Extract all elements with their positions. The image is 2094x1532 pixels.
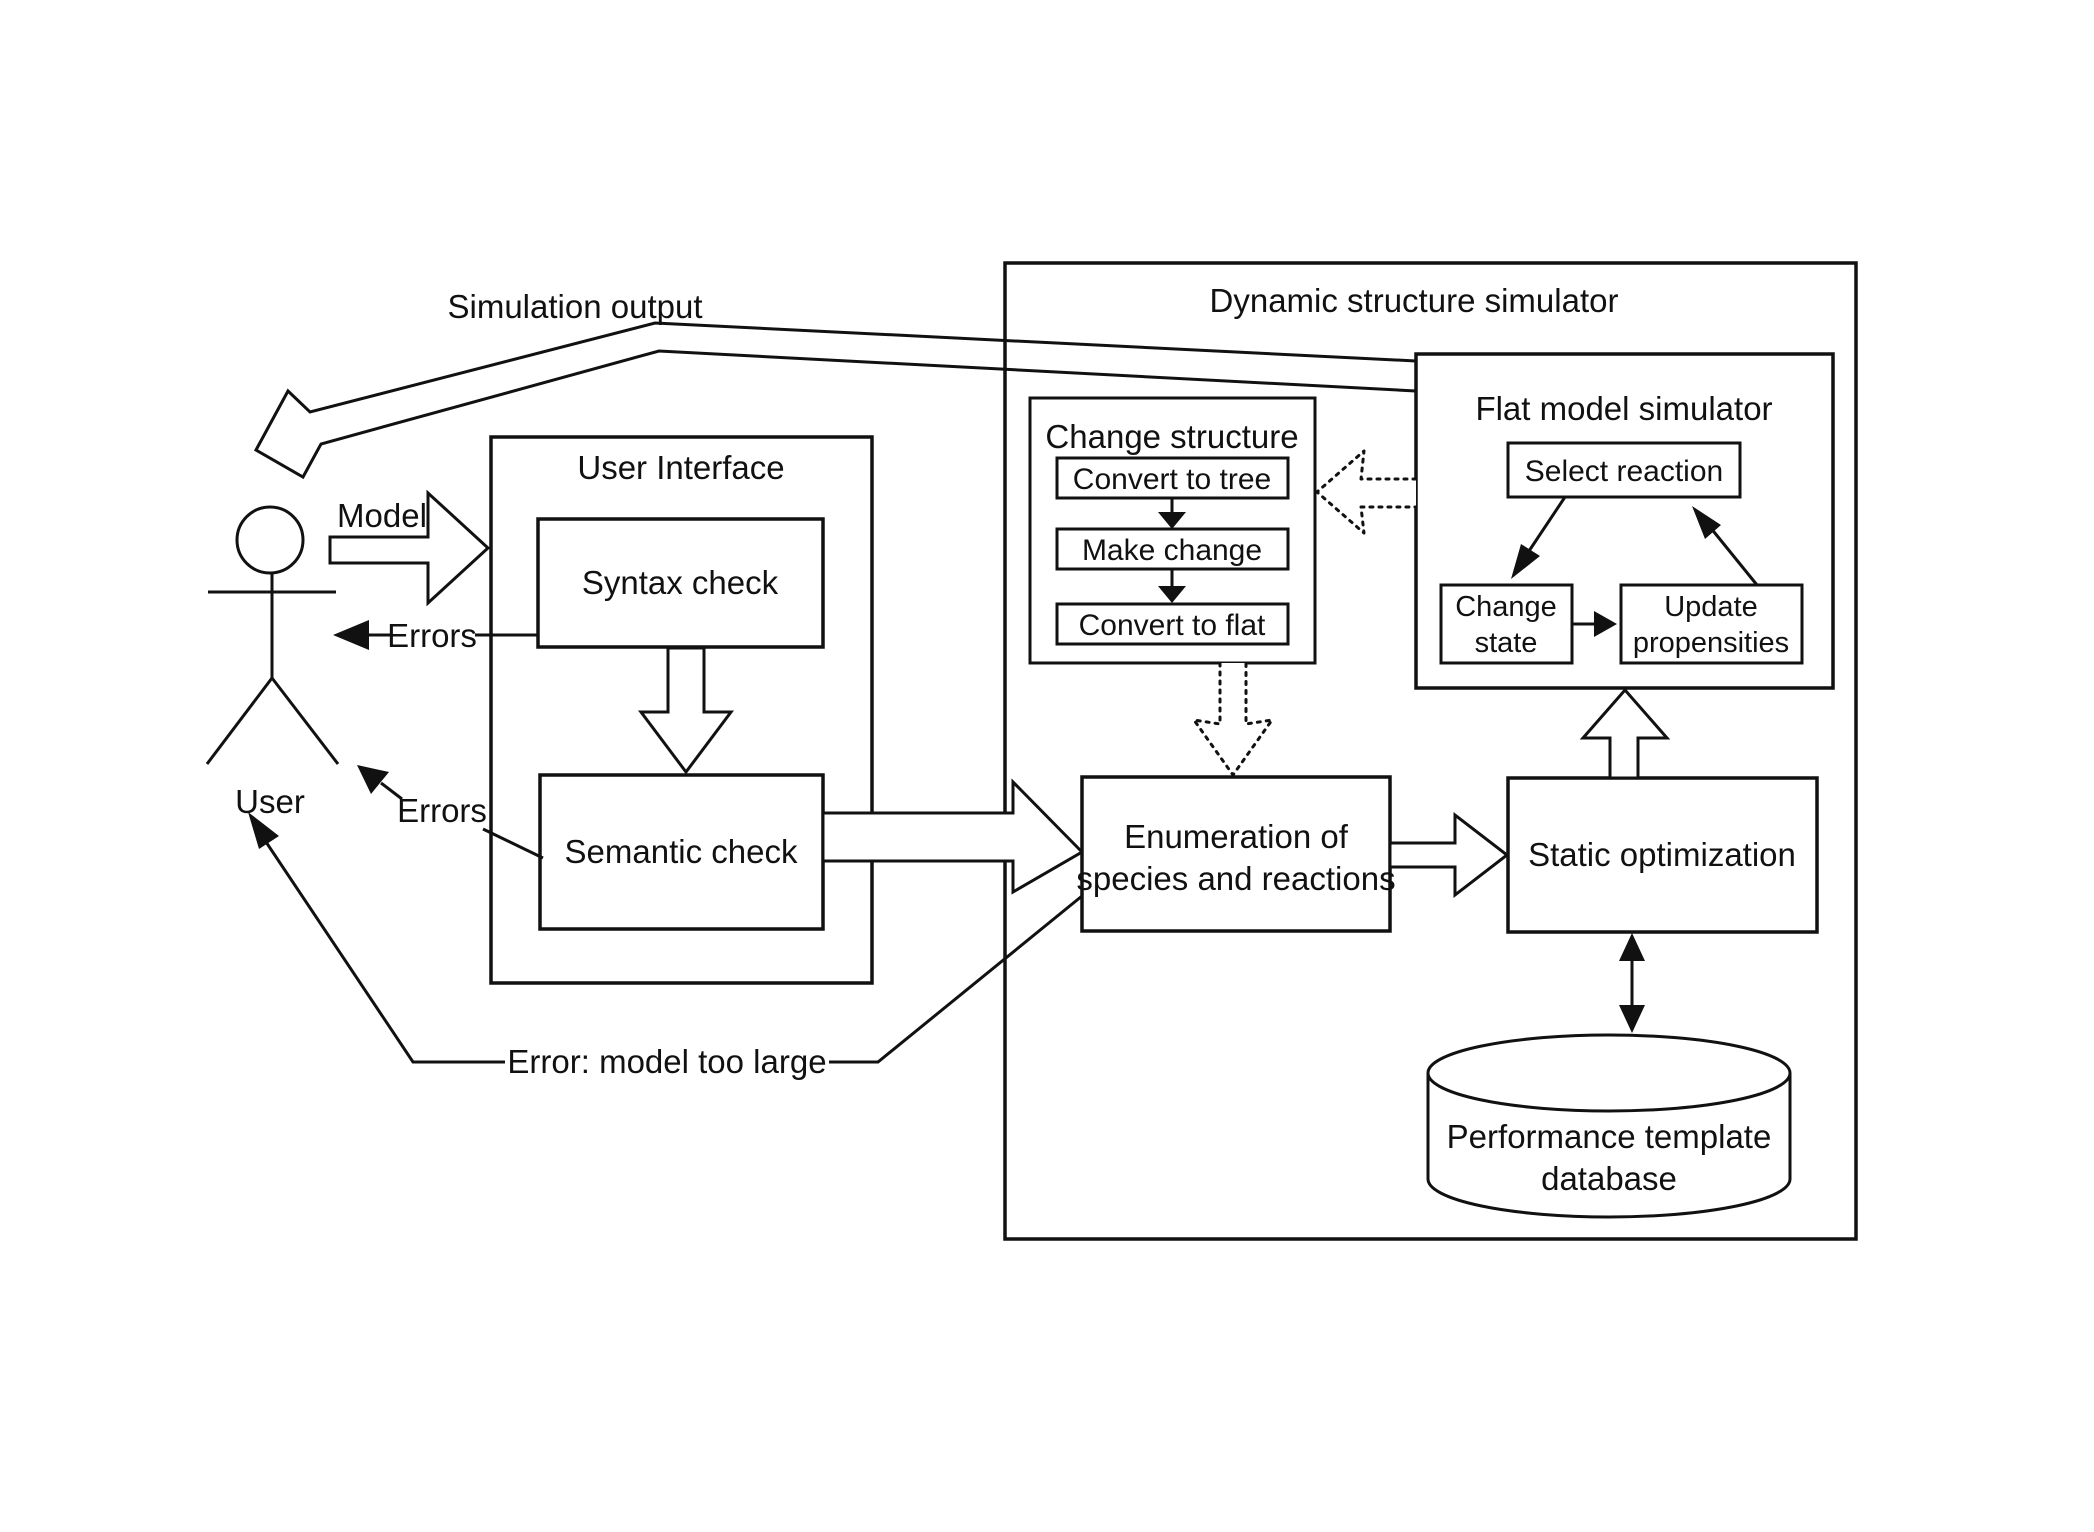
convert-to-tree-label: Convert to tree	[1073, 463, 1271, 496]
model-arrow	[328, 489, 491, 607]
errors-semantic-label: Errors	[397, 792, 487, 829]
flat-model-simulator-box: Flat model simulator Select reaction Cha…	[1414, 352, 1835, 690]
database-label-line2: database	[1541, 1160, 1677, 1197]
user-figure	[205, 505, 340, 765]
model-label: Model	[337, 497, 427, 534]
flat-model-title: Flat model simulator	[1475, 390, 1772, 427]
user-label: User	[235, 783, 305, 820]
error-too-large-label: Error: model too large	[507, 1043, 826, 1080]
change-structure-box: Change structure Convert to tree Make ch…	[1028, 396, 1317, 665]
enumeration-label-line1: Enumeration of	[1124, 818, 1349, 855]
change-state-box	[1439, 583, 1574, 665]
step-arrow-1-head	[1158, 512, 1186, 529]
update-to-select-head	[1692, 506, 1721, 539]
error-too-large-line-right	[829, 894, 1083, 1064]
static-db-head-down	[1619, 1005, 1645, 1033]
change-structure-title: Change structure	[1045, 418, 1298, 455]
syntax-check-label: Syntax check	[582, 564, 779, 601]
errors-syntax-connector: Errors	[333, 617, 538, 654]
semantic-check-box	[538, 773, 825, 931]
user-leg-left	[205, 677, 274, 765]
changestructure-to-enumeration-dotted-arrow	[1192, 661, 1274, 777]
error-too-large-connector: Error: model too large	[248, 812, 1083, 1080]
errors-semantic-line-right	[482, 827, 544, 860]
static-to-flat-arrow	[1579, 687, 1671, 780]
semantic-to-enumeration-arrow	[821, 778, 1085, 895]
dynamic-simulator-title: Dynamic structure simulator	[1210, 282, 1619, 319]
simulation-output-arrow	[253, 321, 1418, 480]
enumeration-label-line2: species and reactions	[1076, 860, 1395, 897]
update-propensities-label-line2: propensities	[1633, 627, 1789, 659]
static-optimization-border	[1506, 776, 1819, 934]
static-optimization-label: Static optimization	[1528, 836, 1796, 873]
database-top	[1426, 1033, 1792, 1113]
update-to-select-line	[1708, 526, 1759, 586]
enumeration-border	[1080, 775, 1392, 933]
convert-to-tree-box	[1055, 456, 1290, 500]
errors-semantic-connector: Errors	[357, 765, 544, 860]
syntax-to-semantic-arrow	[638, 646, 734, 775]
flat-to-changestructure-dotted-arrow	[1315, 449, 1418, 535]
user-interface-box: User Interface Syntax check Semantic che…	[489, 435, 874, 985]
enumeration-to-static-arrow	[1388, 811, 1510, 899]
database-cylinder: Performance template database	[1426, 1033, 1792, 1219]
simulation-output-label: Simulation output	[448, 288, 703, 325]
static-optimization-box: Static optimization	[1506, 776, 1819, 934]
dynamic-simulator-box	[1003, 261, 1858, 1241]
errors-semantic-arrowhead	[357, 765, 389, 794]
static-db-double-arrow	[1619, 933, 1645, 1033]
change-state-label-line1: Change	[1455, 591, 1557, 623]
error-too-large-line-left	[252, 823, 505, 1064]
select-reaction-label: Select reaction	[1525, 455, 1723, 488]
make-change-box	[1055, 527, 1290, 571]
semantic-check-label: Semantic check	[565, 833, 798, 870]
enumeration-box: Enumeration of species and reactions	[1076, 775, 1396, 933]
update-propensities-label-line1: Update	[1664, 591, 1758, 623]
select-to-changestate-line	[1525, 496, 1567, 555]
error-too-large-arrowhead	[248, 812, 279, 849]
changestate-to-update-head	[1594, 611, 1617, 637]
user-interface-border	[489, 435, 874, 985]
select-to-changestate-head	[1511, 544, 1540, 579]
database-label-line1: Performance template	[1447, 1118, 1772, 1155]
static-db-head-up	[1619, 933, 1645, 961]
convert-to-flat-box	[1055, 602, 1290, 646]
update-propensities-box	[1619, 583, 1804, 665]
convert-to-flat-label: Convert to flat	[1079, 609, 1266, 642]
step-arrow-2-head	[1158, 586, 1186, 603]
database-body	[1426, 1073, 1792, 1219]
errors-syntax-arrowhead	[333, 620, 369, 650]
select-reaction-box	[1506, 441, 1742, 499]
user-head	[235, 505, 305, 575]
user-interface-title: User Interface	[577, 449, 784, 486]
errors-semantic-line-left	[380, 781, 403, 801]
make-change-label: Make change	[1082, 534, 1262, 567]
change-state-label-line2: state	[1475, 627, 1538, 659]
errors-syntax-label: Errors	[387, 617, 477, 654]
user-leg-right	[270, 677, 340, 765]
